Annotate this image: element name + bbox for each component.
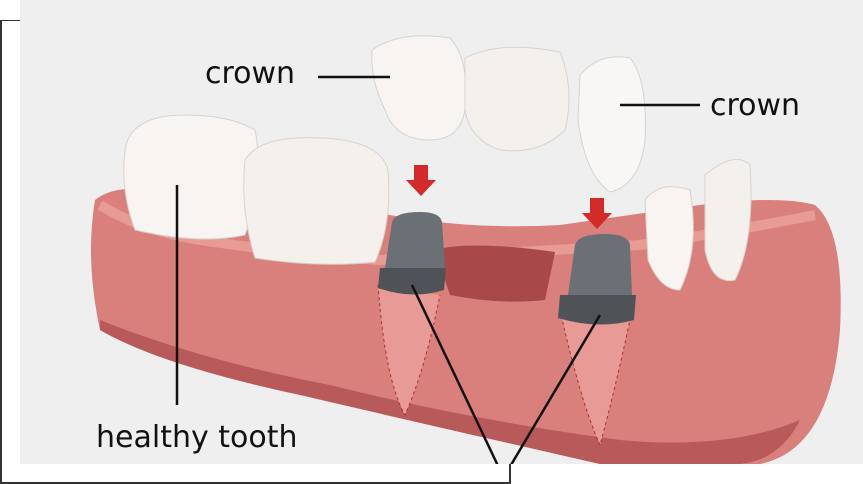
label-healthy-tooth: healthy tooth bbox=[96, 420, 298, 455]
down-arrow-icon bbox=[582, 198, 612, 229]
leader-line bbox=[410, 284, 499, 464]
label-crown-left: crown bbox=[205, 56, 296, 91]
frame-border bbox=[0, 482, 511, 484]
frame-border bbox=[0, 20, 2, 484]
down-arrow-icon bbox=[406, 165, 436, 196]
label-crown-right: crown bbox=[710, 88, 801, 123]
root-outline bbox=[377, 284, 441, 417]
bridge-crown bbox=[464, 46, 570, 152]
root-outline bbox=[559, 309, 631, 447]
implant-abutment bbox=[378, 212, 446, 295]
healthy-tooth bbox=[123, 114, 259, 240]
frame-border bbox=[509, 464, 511, 484]
extraction-gap bbox=[435, 245, 555, 302]
healthy-tooth bbox=[243, 137, 390, 265]
incisor bbox=[644, 186, 694, 291]
gum-lower-shade bbox=[100, 320, 800, 464]
dental-bridge-illustration bbox=[20, 0, 863, 464]
illustration-svg bbox=[91, 35, 841, 464]
frame-border bbox=[0, 20, 20, 21]
bridge-crown bbox=[371, 35, 467, 141]
bridge-crown bbox=[577, 56, 646, 193]
implant-abutment bbox=[558, 234, 636, 325]
leader-line bbox=[510, 314, 602, 464]
incisor bbox=[704, 158, 752, 282]
